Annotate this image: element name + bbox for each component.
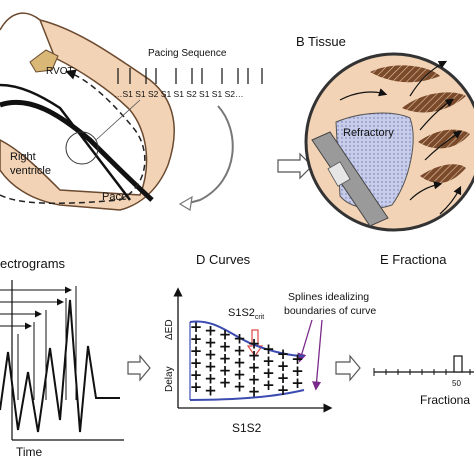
plus-mark: + [262,376,275,394]
panel-d-xlabel: S1S2 [232,421,262,435]
plus-mark: + [248,359,261,377]
electrode-tip [327,161,351,187]
plus-mark: + [291,374,304,392]
plus-mark: + [204,370,217,388]
plus-mark: + [204,346,217,364]
plus-mark: + [277,369,290,387]
lower-spline [189,389,305,401]
plus-mark: + [190,366,203,384]
ventricle-tissue [0,18,175,211]
data-point-grid: ++++++++++++++++++++++++++++++++++++++ [190,318,304,401]
panel-d-title: D Curves [196,252,251,267]
annotation-arrow-2 [312,319,323,391]
panel-d-ylabel-2: ΔED [164,319,175,340]
plus-mark: + [291,362,304,380]
plus-mark: + [190,378,203,396]
plus-mark: + [248,383,261,401]
upper-spline [189,320,305,357]
panel-c-electrograms: ectrograms Time [0,256,124,459]
ventricle-outline [0,12,41,31]
plus-mark: + [204,358,217,376]
catheter-path [0,99,154,202]
panel-e-xlabel: Fractiona [420,393,470,407]
arrow-c-to-d [127,354,151,382]
pacing-to-pace-arrow [184,105,234,205]
plus-mark: + [248,371,261,389]
right-ventricle-label-1: Right [10,151,36,163]
plus-mark: + [291,350,304,368]
histogram-bar [453,355,463,373]
plus-mark: + [248,347,261,365]
panel-e-fractionation: E Fractiona 50 Fractiona [373,252,474,407]
plus-mark: + [190,318,203,336]
plus-mark: + [219,373,232,391]
s1s2crit-label: S1S2crit [228,307,264,321]
plus-mark: + [233,354,246,372]
plus-mark: + [262,364,275,382]
arrow-a-to-b [277,152,313,180]
focus-circle [65,131,99,165]
panel-d-ylabel: Delay [164,366,175,392]
spline-annotation-line-2: boundaries of curve [284,305,376,317]
panel-c-title: ectrograms [0,256,66,271]
catheter-upper [0,83,131,201]
rvot-label: RVOT [46,66,74,77]
electrogram-trace [0,299,120,433]
s1s2crit-arrow [246,329,264,358]
panel-a-heart: RVOT Right ventricle Pace [0,12,175,211]
pacing-sequence-title: Pacing Sequence [148,48,227,59]
timing-arrows [0,286,77,400]
plus-mark: + [204,382,217,400]
panel-e-ticks [373,368,471,376]
annotation-arrow-1 [297,319,313,363]
wavefront-arrows [339,60,462,215]
plus-mark: + [204,322,217,340]
right-ventricle-label-2: ventricle [10,165,51,177]
arrow-d-to-e [335,354,361,382]
plus-mark: + [233,342,246,360]
plus-mark: + [190,330,203,348]
plus-mark: + [248,335,261,353]
plus-mark: + [277,345,290,363]
plus-mark: + [233,330,246,348]
panel-b-title: B Tissue [296,34,346,49]
magnify-line-1 [95,99,141,141]
plus-mark: + [277,357,290,375]
panel-e-tick-label: 50 [452,379,461,388]
fiber-4 [420,164,466,183]
conduction-dashed-path [0,69,146,205]
pacing-sequence: Pacing Sequence …S1 S1 S2 S1 S1 S2 S1 S1… [114,48,263,211]
plus-mark: + [219,337,232,355]
plus-mark: + [233,366,246,384]
panel-d-curves: D Curves S1S2crit Splines idealizing bou… [164,252,376,435]
fiber-2 [402,92,466,113]
plus-mark: + [219,349,232,367]
plus-mark: + [262,340,275,358]
panel-c-xlabel: Time [16,445,43,459]
pacing-sequence-labels: …S1 S1 S2 S1 S1 S2 S1 S1 S2… [114,89,243,99]
panel-b-tissue: B Tissue Refractory [296,34,474,232]
plus-mark: + [262,352,275,370]
pacing-spikes [117,68,263,84]
plus-mark: + [190,342,203,360]
pace-label: Pace [102,191,127,203]
panel-e-title: E Fractiona [380,252,447,267]
spline-annotation-line-1: Splines idealizing [288,291,369,303]
rvot-valve-icon [29,49,59,73]
plus-mark: + [219,325,232,343]
refractory-label: Refractory [343,127,394,139]
plus-mark: + [204,334,217,352]
plus-mark: + [219,361,232,379]
fiber-1 [370,65,440,83]
plus-mark: + [190,354,203,372]
plus-mark: + [233,378,246,396]
plus-mark: + [277,381,290,399]
